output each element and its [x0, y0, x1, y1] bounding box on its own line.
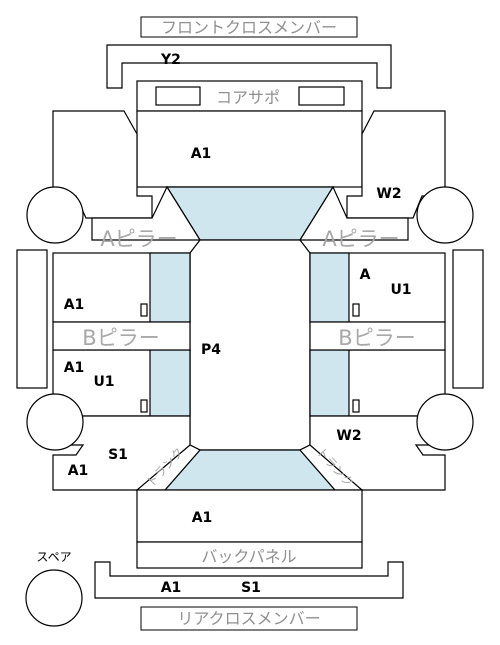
code-a1-left-upper: A1: [64, 297, 85, 313]
quarter-panel-rear-left: [52, 415, 191, 491]
window-rear-left: [149, 349, 191, 417]
front-cross-member-box: [140, 16, 358, 38]
a-pillar-left-area: [91, 185, 202, 241]
hood-panel: [136, 110, 363, 188]
wheel-front-left: [26, 186, 84, 244]
code-w2-front-right: W2: [376, 186, 401, 202]
code-u1-left: U1: [93, 374, 114, 390]
b-pillar-right-area: [309, 321, 446, 351]
b-pillar-left-area: [52, 321, 191, 351]
back-panel-label: バックパネル: [201, 547, 296, 566]
window-rear-right: [309, 349, 350, 417]
code-a1-front: A1: [191, 146, 212, 162]
headlight-right: [298, 86, 345, 106]
b-pillar-left-label: Bピラー: [82, 326, 159, 350]
window-front-right: [309, 252, 350, 323]
spare-tire: [25, 569, 83, 627]
b-pillar-right-label: Bピラー: [338, 326, 415, 350]
code-a1-rear-left: A1: [68, 463, 89, 479]
back-panel: [136, 541, 363, 569]
window-front-left: [149, 252, 191, 323]
wheel-front-right: [416, 186, 474, 244]
a-pillar-right-label: Aピラー: [322, 227, 399, 251]
core-support-label: コアサポ: [216, 88, 280, 107]
trunk-lid: [136, 489, 363, 543]
code-s1-left: S1: [108, 447, 128, 463]
door-handle-front-right: [352, 303, 360, 317]
headlight-left: [155, 86, 201, 106]
rocker-left: [16, 249, 48, 389]
code-a1-rear-member: A1: [161, 580, 182, 596]
code-a1-rear: A1: [192, 510, 213, 526]
code-u1-right: U1: [390, 282, 411, 298]
a-pillar-left-label: Aピラー: [100, 227, 177, 251]
code-a1-left-lower: A1: [64, 360, 85, 376]
rear-cross-member-label: リアクロスメンバー: [177, 609, 320, 628]
door-handle-front-left: [140, 303, 148, 317]
front-bracket: [106, 44, 392, 89]
wheel-rear-left: [26, 393, 84, 451]
code-a-right: A: [360, 267, 371, 283]
code-s1-rear-member: S1: [241, 580, 261, 596]
rocker-right: [452, 249, 484, 389]
spare-label: スペア: [36, 550, 71, 564]
rear-bracket: [94, 561, 404, 599]
wheel-rear-right: [416, 393, 474, 451]
code-y2: Y2: [160, 52, 181, 68]
door-handle-rear-right: [352, 399, 360, 413]
rear-cross-member-box: [140, 606, 358, 631]
door-handle-rear-left: [140, 399, 148, 413]
a-pillar-right-area: [298, 185, 409, 241]
front-cross-member-label: フロントクロスメンバー: [161, 18, 337, 37]
code-p4: P4: [201, 342, 221, 358]
code-w2-rear-right: W2: [336, 428, 361, 444]
